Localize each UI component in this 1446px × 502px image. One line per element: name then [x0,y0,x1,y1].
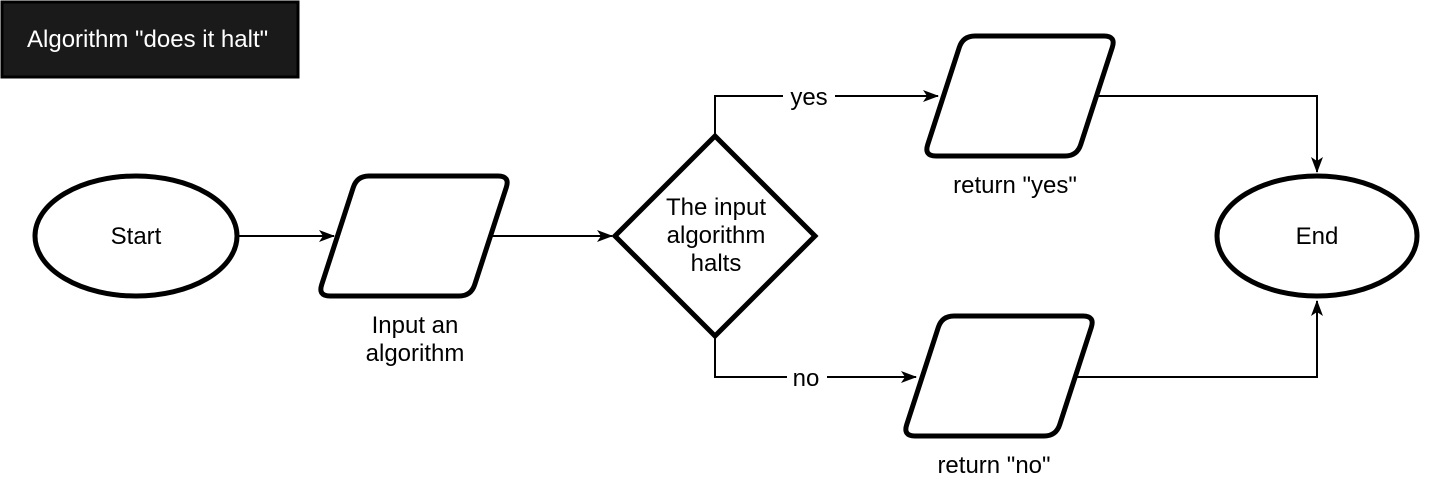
return-no-parallelogram [906,316,1092,436]
input-node: Input an algorithm [321,176,507,367]
decision-node: The input algorithm halts [611,132,819,340]
edge-return-no-to-end [1075,300,1323,378]
edge-decision-to-return-no [714,336,917,383]
return-yes-label: return "yes" [953,172,1077,199]
edge-decision-to-return-yes [714,90,939,134]
title-box [0,0,300,79]
start-node: Start [32,173,240,299]
end-node: End [1214,173,1420,299]
start-ellipse [32,173,240,299]
edge-label-no: no [793,365,820,392]
return-yes-node: return "yes" [927,36,1113,199]
edge-label-no-group: no [787,365,827,392]
input-label-line-1: Input an [372,312,459,339]
end-ellipse [1214,173,1420,299]
return-yes-parallelogram [927,36,1113,156]
return-no-node: return "no" [906,316,1092,479]
edge-label-yes: yes [790,84,827,111]
decision-label-line-1: The input [666,194,766,221]
decision-diamond [611,132,819,340]
start-label: Start [111,223,162,250]
edge-return-yes-to-end [1096,95,1323,173]
edge-label-yes-group: yes [783,84,835,111]
decision-label-line-2: algorithm [667,222,766,249]
title-label: Algorithm "does it halt" [27,26,268,53]
decision-label-line-3: halts [691,250,742,277]
title-block: Algorithm "does it halt" [0,0,300,79]
edge-label-no-bg [787,366,827,390]
input-label-line-2: algorithm [366,340,465,367]
input-parallelogram [321,176,507,296]
return-no-label: return "no" [937,452,1050,479]
edge-label-yes-bg [783,84,835,109]
end-label: End [1296,223,1339,250]
